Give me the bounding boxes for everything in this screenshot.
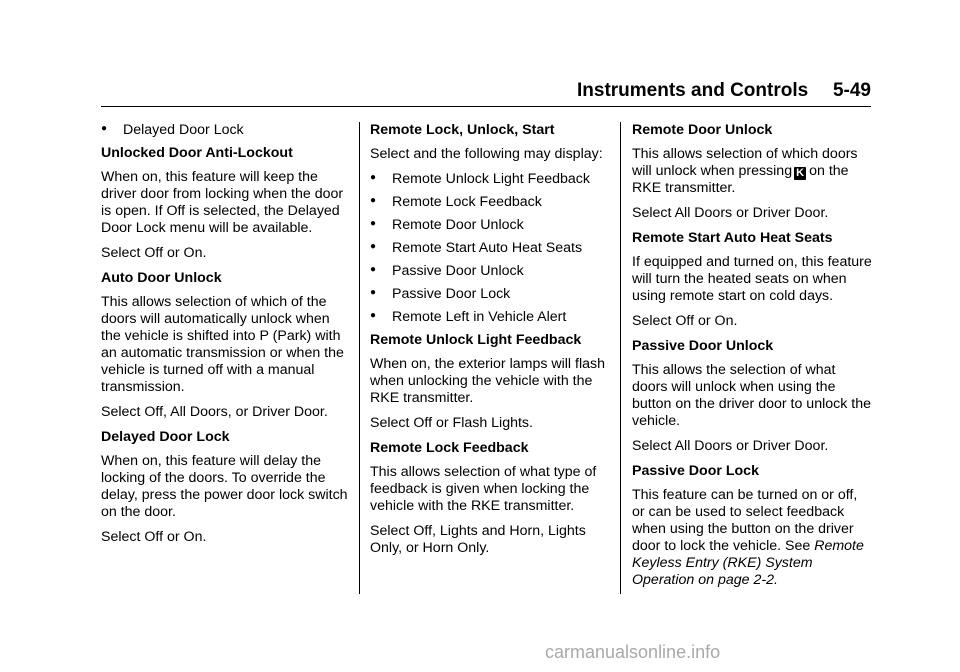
bullet-icon: ●: [370, 218, 377, 229]
list-item: ● Passive Door Unlock: [370, 263, 524, 279]
heading-unlocked-door-anti-lockout: Unlocked Door Anti-Lockout: [101, 145, 293, 161]
column-divider: [620, 122, 621, 594]
heading-remote-start-auto-heat-seats: Remote Start Auto Heat Seats: [632, 230, 833, 246]
list-item: ● Remote Door Unlock: [370, 217, 524, 233]
paragraph: Select Off or On.: [101, 529, 207, 545]
paragraph: If equipped and turned on, this feature …: [632, 254, 872, 304]
list-item: ● Remote Left in Vehicle Alert: [370, 309, 567, 325]
paragraph: This allows the selection of what doors …: [632, 362, 871, 429]
column-3: Remote Door Unlock This allows selection…: [632, 122, 872, 597]
header-rule: [101, 106, 871, 107]
column-divider: [359, 122, 360, 594]
bullet-icon: ●: [370, 172, 377, 183]
section-title: Instruments and Controls: [577, 80, 809, 101]
list-item: ● Delayed Door Lock: [101, 122, 244, 138]
column-1: ● Delayed Door Lock Unlocked Door Anti-L…: [101, 122, 351, 554]
heading-remote-lock-unlock-start: Remote Lock, Unlock, Start: [370, 122, 555, 138]
heading-passive-door-unlock: Passive Door Unlock: [632, 338, 774, 354]
list-item: ● Remote Lock Feedback: [370, 194, 542, 210]
paragraph: When on, this feature will delay the loc…: [101, 453, 348, 520]
paragraph: Select Off or On.: [101, 245, 207, 261]
bullet-icon: ●: [370, 264, 377, 275]
bullet-icon: ●: [101, 123, 108, 134]
paragraph: This feature can be turned on or off, or…: [632, 487, 864, 588]
paragraph: When on, the exterior lamps will flash w…: [370, 356, 605, 406]
watermark: carmanualsonline.info: [545, 642, 721, 662]
paragraph: Select Off, Lights and Horn, Lights Only…: [370, 523, 586, 556]
heading-remote-unlock-light-feedback: Remote Unlock Light Feedback: [370, 332, 582, 348]
page-header: Instruments and Controls 5-49: [577, 80, 871, 106]
paragraph: This allows selection of which doors wil…: [632, 146, 858, 196]
list-item: ● Remote Start Auto Heat Seats: [370, 240, 583, 256]
column-2: Remote Lock, Unlock, Start Select and th…: [370, 122, 610, 565]
heading-remote-lock-feedback: Remote Lock Feedback: [370, 440, 529, 456]
paragraph: Select and the following may display:: [370, 146, 603, 162]
cross-reference-link[interactable]: Remote Keyless Entry (RKE) System Operat…: [632, 538, 864, 588]
bullet-icon: ●: [370, 310, 377, 321]
list-item: ● Remote Unlock Light Feedback: [370, 171, 590, 187]
paragraph: Select Off, All Doors, or Driver Door.: [101, 404, 328, 420]
heading-remote-door-unlock: Remote Door Unlock: [632, 122, 773, 138]
page-number: 5-49: [832, 80, 871, 101]
paragraph: Select Off or On.: [632, 313, 738, 329]
heading-passive-door-lock: Passive Door Lock: [632, 463, 759, 479]
paragraph: This allows selection of what type of fe…: [370, 464, 597, 514]
bullet-icon: ●: [370, 195, 377, 206]
paragraph: Select Off or Flash Lights.: [370, 415, 533, 431]
list-item: ● Passive Door Lock: [370, 286, 511, 302]
bullet-icon: ●: [370, 241, 377, 252]
heading-auto-door-unlock: Auto Door Unlock: [101, 270, 222, 286]
paragraph: When on, this feature will keep the driv…: [101, 169, 344, 236]
remote-unlock-key-icon: K: [794, 167, 807, 180]
paragraph: This allows selection of which of the do…: [101, 294, 344, 395]
bullet-icon: ●: [370, 287, 377, 298]
paragraph: Select All Doors or Driver Door.: [632, 205, 829, 221]
heading-delayed-door-lock: Delayed Door Lock: [101, 429, 230, 445]
paragraph: Select All Doors or Driver Door.: [632, 438, 829, 454]
